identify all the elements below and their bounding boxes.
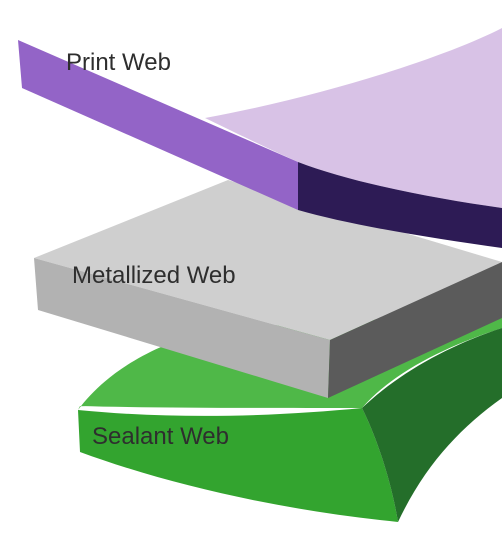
print-web-top-surface <box>205 28 502 208</box>
sealant-web-side-face <box>362 328 502 522</box>
print-web-label: Print Web <box>66 49 171 76</box>
metallized-web-front-face <box>34 258 330 398</box>
sealant-web-front-face <box>78 408 398 522</box>
print-web-front-strip <box>18 40 298 210</box>
print-web-side-face <box>298 162 502 248</box>
metallized-web-label: Metallized Web <box>72 262 236 289</box>
metallized-web-side-face <box>328 262 502 398</box>
metallized-web-layer <box>34 180 502 398</box>
sealant-web-label: Sealant Web <box>92 423 229 450</box>
metallized-web-top-surface <box>34 180 502 340</box>
print-web-layer <box>18 28 502 248</box>
